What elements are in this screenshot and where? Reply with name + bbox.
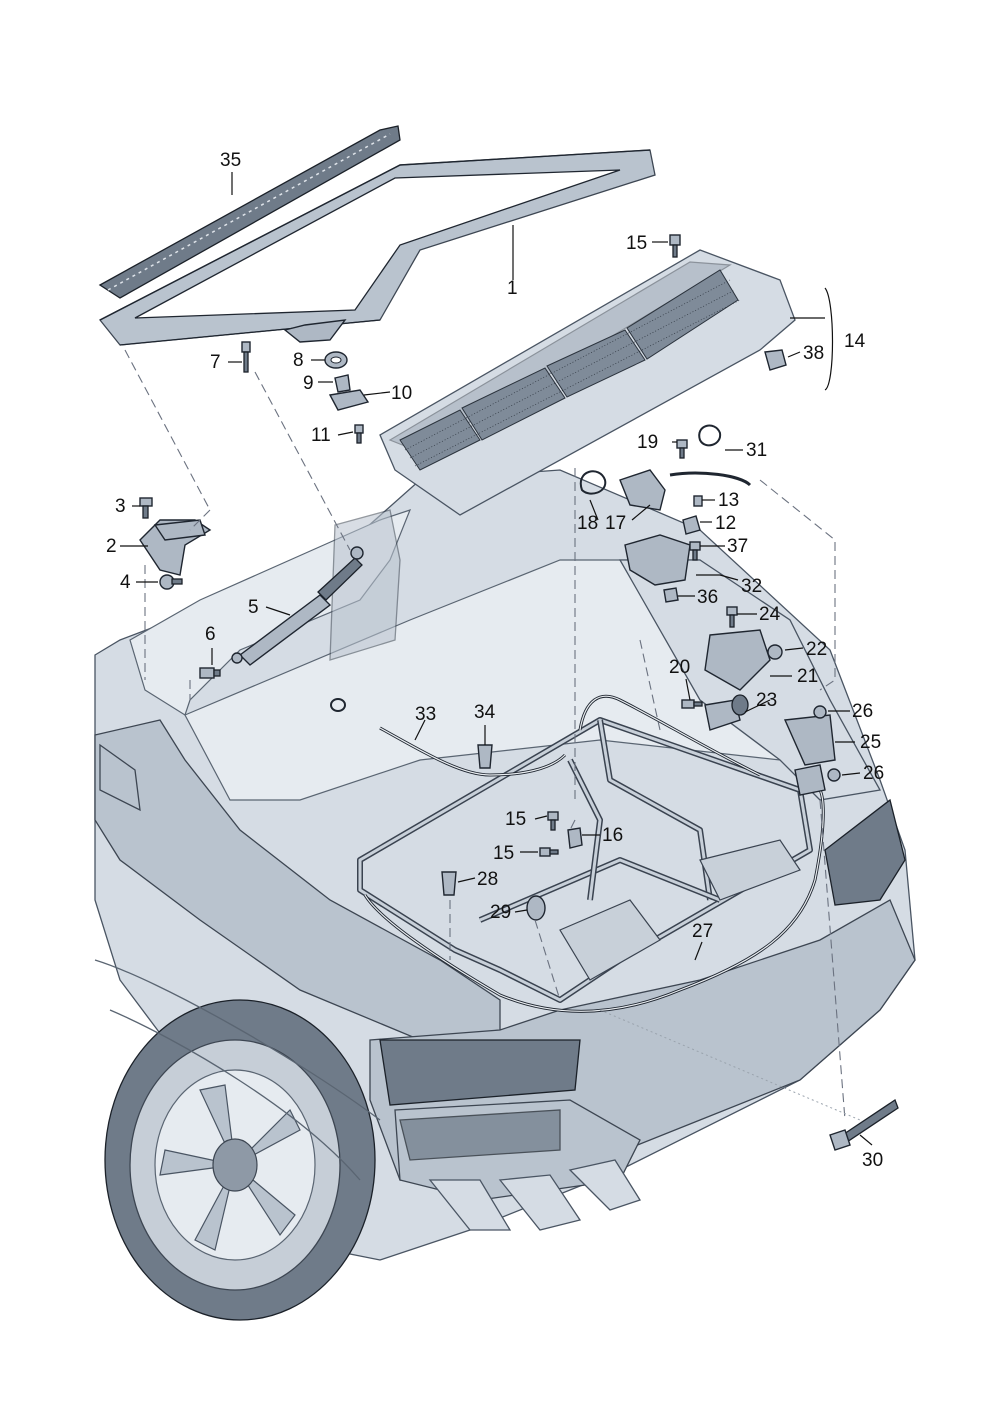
callout-38: 38 <box>803 343 824 364</box>
grommet-icon-29 <box>526 895 546 921</box>
callout-23: 23 <box>756 690 777 711</box>
clip-icon-34 <box>477 744 493 769</box>
hinge-bracket <box>139 519 212 576</box>
gas-strut <box>231 546 364 666</box>
sensor-icon-12 <box>682 515 701 535</box>
callout-15-top: 15 <box>626 233 647 254</box>
callout-10: 10 <box>391 383 412 404</box>
callout-13: 13 <box>718 490 739 511</box>
bolt-icon-26b <box>827 768 841 782</box>
callout-22: 22 <box>806 639 827 660</box>
callout-15-mid: 15 <box>505 809 526 830</box>
bolt-icon-4 <box>159 574 183 590</box>
fasteners <box>139 234 899 1151</box>
vent-grille-panel <box>379 249 796 516</box>
callout-2: 2 <box>106 536 117 557</box>
clip-icon-28 <box>441 871 457 896</box>
bolt-icon-19 <box>676 439 688 459</box>
bolt-icon-15a <box>669 234 681 258</box>
callout-11: 11 <box>311 425 331 446</box>
bolt-icon-11 <box>354 424 364 444</box>
callout-25: 25 <box>860 732 881 753</box>
cable-tie-icon-31 <box>698 424 722 447</box>
seal-strip <box>98 125 401 299</box>
callout-8: 8 <box>293 350 304 371</box>
callout-1: 1 <box>507 278 518 299</box>
callout-27: 27 <box>692 921 713 942</box>
callout-3: 3 <box>115 496 126 517</box>
callout-26-bottom: 26 <box>863 763 884 784</box>
callout-29: 29 <box>490 902 511 923</box>
callout-15-low: 15 <box>493 843 514 864</box>
clip-icon-13 <box>693 495 703 507</box>
callout-20: 20 <box>669 657 690 678</box>
callout-31: 31 <box>746 440 767 461</box>
callout-5: 5 <box>248 597 259 618</box>
callout-labels: 35 1 15 14 38 7 8 9 10 11 3 2 4 5 6 19 3… <box>106 150 884 1171</box>
callout-4: 4 <box>120 572 131 593</box>
callout-7: 7 <box>210 352 221 373</box>
bolt-icon-3 <box>139 497 153 519</box>
bolt-icon-7 <box>241 341 251 373</box>
bolt-icon-20 <box>681 699 703 709</box>
callout-30: 30 <box>862 1150 883 1171</box>
bracket-icon-10 <box>328 389 370 411</box>
bolt-icon-6 <box>199 667 221 679</box>
callout-28: 28 <box>477 869 498 890</box>
release-cables <box>363 471 825 1013</box>
cable-tie-icon-30 <box>829 1099 899 1151</box>
callout-26-top: 26 <box>852 701 873 722</box>
callout-12: 12 <box>715 513 736 534</box>
callout-14: 14 <box>844 331 866 352</box>
rear-subframe <box>357 717 813 1003</box>
bolt-icon-15b <box>547 811 559 831</box>
clip-icon-38 <box>764 349 787 371</box>
callout-36: 36 <box>697 587 718 608</box>
callout-37: 37 <box>727 536 748 557</box>
callout-16: 16 <box>602 825 623 846</box>
callout-35: 35 <box>220 150 241 171</box>
grille-mesh <box>399 269 739 471</box>
callout-9: 9 <box>303 373 314 394</box>
callout-32: 32 <box>741 576 762 597</box>
latch-assembly <box>619 469 836 796</box>
callout-18: 18 <box>577 513 598 534</box>
clip-icon-9 <box>334 374 351 393</box>
grommet-icon-8 <box>324 351 348 369</box>
callout-24: 24 <box>759 604 781 625</box>
callout-21: 21 <box>797 666 818 687</box>
callout-34: 34 <box>474 702 496 723</box>
clip-icon-36 <box>663 587 679 603</box>
callout-17: 17 <box>605 513 626 534</box>
nut-icon-22 <box>767 644 783 660</box>
car-body <box>94 469 916 1321</box>
cable-tie-icon-18 <box>579 470 607 495</box>
bolt-icon-15c <box>539 847 559 857</box>
callout-19: 19 <box>637 432 658 453</box>
engine-cover-lid <box>98 149 656 346</box>
bolt-icon-26a <box>813 705 827 719</box>
cable-ring-icon-33 <box>330 698 346 712</box>
callout-33: 33 <box>415 704 436 725</box>
bracket-icon-16 <box>567 827 583 849</box>
assembly-lines <box>124 349 861 1121</box>
bolt-icon-24 <box>726 606 738 628</box>
callout-6: 6 <box>205 624 216 645</box>
leader-lines <box>120 172 873 1146</box>
